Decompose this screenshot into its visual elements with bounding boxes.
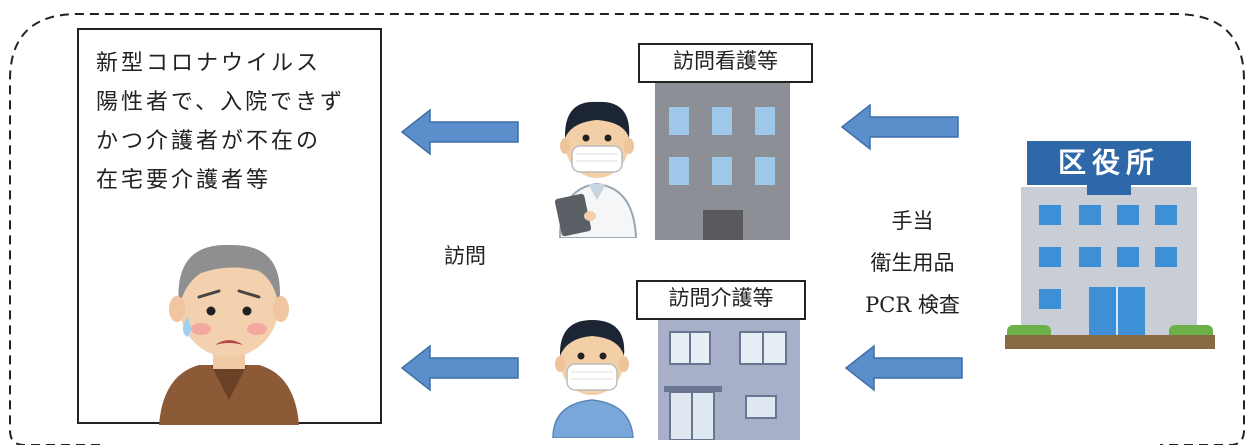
nurse-icon (554, 101, 638, 238)
patient-line: 在宅要介護者等 (96, 168, 272, 193)
left-arrow-icon (840, 103, 959, 151)
support-item-pcr-test: PCR 検査 (865, 293, 960, 317)
patient-line: 陽性者で、入院できず (96, 90, 346, 115)
visit-label: 訪問 (444, 244, 486, 268)
care-station-building-icon (658, 320, 800, 440)
nursing-station-building-icon (655, 83, 790, 240)
patient-line: 新型コロナウイルス (96, 51, 322, 76)
left-arrow-icon (844, 344, 963, 392)
caregiver-icon (552, 320, 634, 438)
left-arrow-icon (400, 344, 519, 392)
ward-office-building-icon (1005, 141, 1215, 349)
patient-line: かつ介護者が不在の (96, 129, 322, 154)
care-station-label: 訪問介護等 (636, 280, 806, 320)
patient-box: 新型コロナウイルス 陽性者で、入院できず かつ介護者が不在の 在宅要介護者等 (77, 28, 382, 425)
support-items: 手当 衛生用品 PCR 検査 (855, 200, 970, 326)
left-arrow-icon (400, 108, 519, 156)
patient-description: 新型コロナウイルス 陽性者で、入院できず かつ介護者が不在の 在宅要介護者等 (96, 44, 371, 200)
support-item-allowance: 手当 (891, 209, 934, 233)
ward-office-sign: 区役所 (1057, 146, 1160, 179)
support-item-hygiene-supplies: 衛生用品 (870, 251, 955, 275)
elderly-person-icon (159, 244, 299, 425)
nursing-station-label: 訪問看護等 (638, 43, 813, 83)
